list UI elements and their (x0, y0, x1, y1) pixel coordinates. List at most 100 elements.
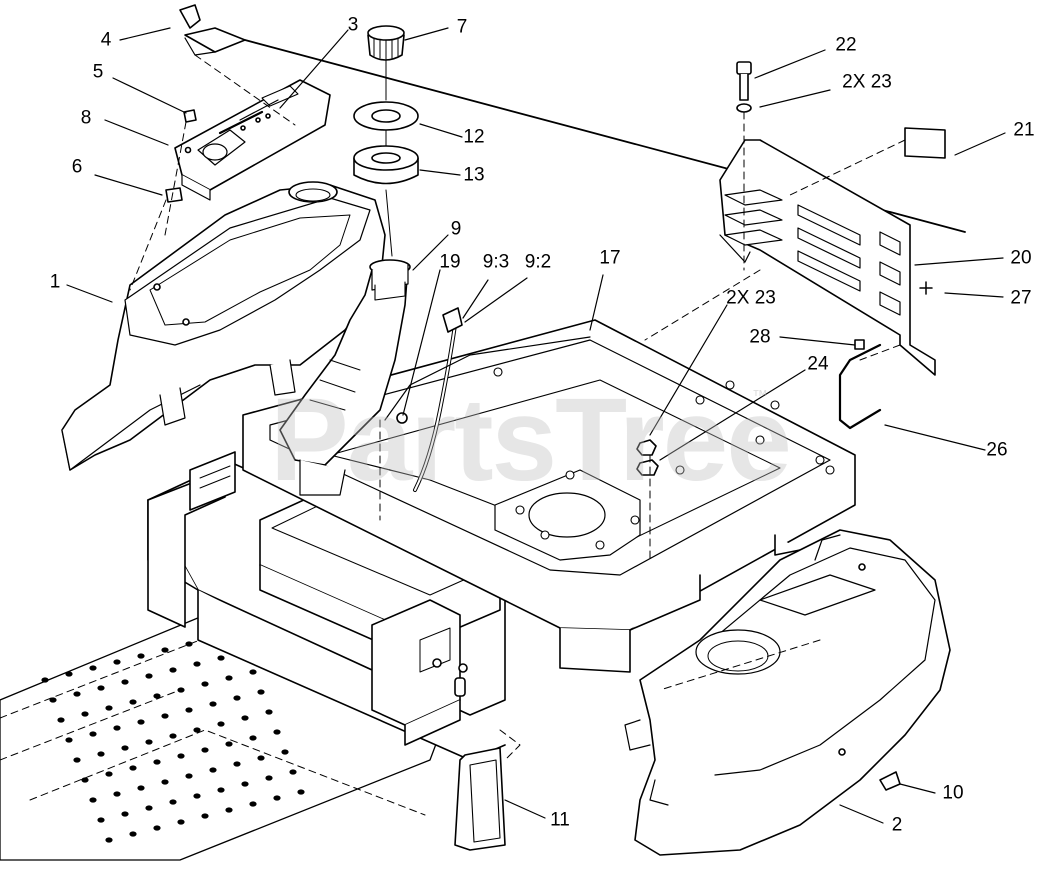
frame-hole (515, 505, 525, 515)
part-20-shield (719, 139, 936, 376)
floor-hole (89, 731, 97, 737)
floor-hole (273, 795, 281, 801)
part-24-nut-a (636, 439, 657, 456)
axis-line (385, 59, 393, 257)
callout-23b: 2X 23 (726, 287, 776, 309)
frame-hole (825, 465, 835, 475)
floor-hole (257, 689, 265, 695)
floor-hole (241, 781, 249, 787)
part-7-fuel-cap (367, 25, 405, 61)
frame-hole (540, 530, 550, 540)
floor-hole (169, 733, 177, 739)
part-23-washer (736, 103, 752, 113)
floor-hole (113, 725, 121, 731)
callout-6: 6 (71, 156, 83, 178)
floor-hole (129, 831, 137, 837)
floor-hole (249, 735, 257, 741)
frame-hole (770, 400, 780, 410)
part-22-bolt (736, 61, 752, 101)
callout-10: 10 (942, 782, 964, 804)
floor-hole (41, 677, 49, 683)
floor-hole (281, 749, 289, 755)
floor-hole (81, 711, 89, 717)
floor-hole (233, 695, 241, 701)
part-27-screw (919, 281, 933, 295)
floor-hole (161, 647, 169, 653)
callout-9-2: 9:2 (524, 251, 552, 273)
floor-hole (145, 805, 153, 811)
watermark: PartsTree (270, 374, 792, 506)
floor-hole (161, 779, 169, 785)
floor-hole (137, 653, 145, 659)
floor-hole (73, 757, 81, 763)
floor-hole (129, 699, 137, 705)
floor-hole (249, 801, 257, 807)
callout-21: 21 (1013, 119, 1035, 141)
frame-hole (695, 395, 705, 405)
assembly-dashed-lines (129, 54, 906, 761)
floor-hole (177, 753, 185, 759)
part-28-nut (854, 339, 865, 350)
floor-hole (177, 819, 185, 825)
floor-hole (225, 807, 233, 813)
floor-hole (257, 755, 265, 761)
floor-hole (217, 787, 225, 793)
floor-hole (209, 701, 217, 707)
floor-hole (161, 713, 169, 719)
floor-hole (113, 659, 121, 665)
floor-hole (201, 813, 209, 819)
part-13-grommet (353, 145, 419, 185)
floor-hole (185, 707, 193, 713)
floor-hole (201, 747, 209, 753)
floor-hole (89, 665, 97, 671)
floor-hole (225, 675, 233, 681)
floor-hole (145, 673, 153, 679)
floor-hole (169, 799, 177, 805)
part-11-pad (454, 747, 506, 851)
floor-hole (297, 789, 305, 795)
floor-hole (65, 737, 73, 743)
floor-hole (153, 693, 161, 699)
floor-hole (193, 727, 201, 733)
callout-20: 20 (1010, 247, 1032, 269)
part-10-screw (879, 771, 901, 791)
chassis-frame (147, 319, 856, 761)
floor-hole (73, 691, 81, 697)
floor-hole (153, 759, 161, 765)
part-9-filler-neck (279, 259, 411, 496)
callout-9: 9 (450, 218, 462, 240)
floor-hole (121, 811, 129, 817)
callout-28: 28 (749, 326, 771, 348)
callout-23a: 2X 23 (842, 71, 892, 93)
floor-hole (49, 697, 57, 703)
floor-hole (137, 785, 145, 791)
frame-hole (493, 367, 503, 377)
part-8-panel-cover (174, 79, 331, 201)
frame-hole (630, 515, 640, 525)
floor-hole (201, 681, 209, 687)
watermark-trademark: ™ (752, 388, 768, 405)
part-26-rod (838, 343, 882, 430)
floor-hole (137, 719, 145, 725)
floor-hole (265, 709, 273, 715)
floor-hole (153, 825, 161, 831)
floor-hole (129, 765, 137, 771)
floor-hole (273, 729, 281, 735)
part-2-rear-housing (624, 529, 951, 856)
callout-9-3: 9:3 (482, 251, 510, 273)
floor-hole (233, 761, 241, 767)
callout-4: 4 (100, 29, 112, 51)
floor-hole (209, 767, 217, 773)
floor-hole (225, 741, 233, 747)
floor-hole (241, 715, 249, 721)
callout-26: 26 (986, 439, 1008, 461)
part-1-console-housing (61, 181, 386, 471)
callout-22: 22 (835, 34, 857, 56)
callout-27: 27 (1010, 287, 1032, 309)
part-24-nut-b (636, 459, 659, 476)
floor-hole (57, 717, 65, 723)
floor-hole (113, 791, 121, 797)
callout-7: 7 (456, 16, 468, 38)
